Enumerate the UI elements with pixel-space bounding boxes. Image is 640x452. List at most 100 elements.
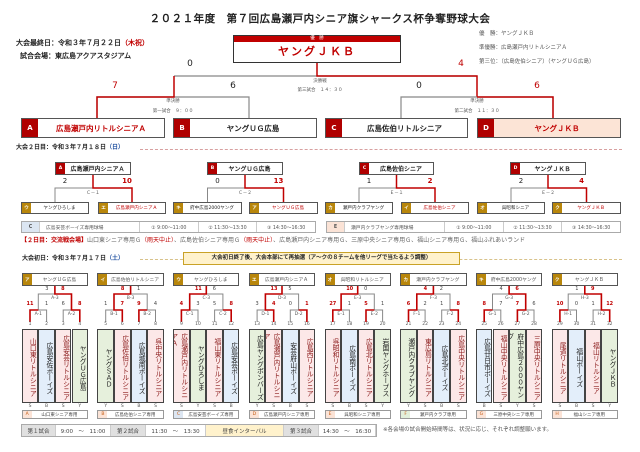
- round1-label: D-2: [294, 312, 303, 318]
- round1-score: 4: [153, 301, 158, 307]
- team-type: S: [423, 404, 427, 409]
- team-type: Y: [407, 404, 410, 409]
- group-final-label: G-3: [505, 296, 514, 302]
- team-type: Y: [255, 404, 259, 409]
- team-name: 府中広島2000ヤング: [190, 206, 234, 211]
- day2-score: 0: [215, 177, 220, 185]
- day2-header: 大会２日目：令和３年７月１８日（日）: [16, 145, 124, 151]
- team-number: 21: [405, 322, 412, 327]
- team-column: 山口東リトルシニア: [21, 329, 39, 403]
- team-letter-badge: カ: [326, 203, 335, 213]
- round1-score: 6: [406, 301, 411, 307]
- round1-score: 1: [347, 301, 351, 307]
- team-column: 福山リトルシニア: [584, 329, 602, 403]
- team-number: 17: [329, 322, 336, 327]
- round1-score: 5: [364, 301, 368, 307]
- group-final-score: 6: [515, 286, 519, 292]
- team-type: B: [45, 404, 49, 409]
- round1-score: 9: [137, 301, 141, 307]
- team-number: 24: [455, 322, 462, 327]
- slot2-time: 11:30 ～ 13:30: [146, 425, 206, 436]
- team-type: B: [440, 404, 444, 409]
- venue-time-slot: ③ 14:30～16:30: [267, 225, 306, 231]
- team-type: S: [120, 404, 124, 409]
- venue-letter: F: [401, 411, 411, 418]
- venue-letter: G: [476, 411, 486, 418]
- round1-score: 27: [329, 301, 337, 307]
- semifinal-time: 第一試合 ９：００: [152, 109, 194, 114]
- day1-group-header: アヤングＵＧ広島: [21, 273, 89, 286]
- group-final-score: 8: [120, 286, 125, 292]
- semifinal-label: 準決勝: [166, 99, 180, 104]
- team-column: 福山中央リトルシニア: [492, 329, 510, 403]
- team-column: 瀬戸内クラブヤング: [400, 329, 417, 403]
- team-type: S: [591, 404, 595, 409]
- team-number: 3: [61, 322, 65, 327]
- team-letter-badge: A: [22, 119, 38, 137]
- team-letter-badge: C: [360, 163, 369, 174]
- team-name: ヤングＪＫＢ: [534, 123, 580, 133]
- team-number: 19: [363, 322, 369, 327]
- venue-name: 山口東シニア専用: [41, 412, 78, 418]
- team-letter-badge: D: [511, 163, 520, 174]
- venue-letter: A: [22, 411, 32, 418]
- final-label: 決勝戦: [313, 79, 327, 84]
- team-column: 東広島リトルシニア: [416, 329, 434, 403]
- team-number: 15: [287, 322, 294, 327]
- group-letter-badge: キ: [476, 274, 486, 285]
- team-name: ヤングＵＧ広島: [226, 123, 280, 133]
- team-letter-badge: A: [56, 163, 65, 174]
- team-type: S: [61, 404, 65, 409]
- team-column: 三原中央リトルシニア: [525, 329, 543, 403]
- page-title: ２０２１年度 第７回広島瀬戸内シニア旗シャークス杯争奪野球大会: [149, 13, 491, 25]
- venue-time-slot: ② 11:30～13:30: [504, 222, 563, 232]
- venue-time-slot: ③ 14:30～16:30: [572, 225, 611, 231]
- round1-score: 1: [440, 301, 444, 307]
- venue-name: 福山シニア専用: [573, 412, 606, 418]
- team-name: 広島瀬戸内シニアＡ: [70, 166, 125, 173]
- group-letter-badge: ウ: [174, 274, 184, 285]
- result-runner-up: 準優勝：広島瀬戸内リトルシニアＡ: [479, 45, 568, 51]
- team-letter-badge: イ: [402, 203, 411, 213]
- team-letter-badge: B: [174, 119, 190, 137]
- team-type: B: [137, 404, 141, 409]
- day2-side-team: クヤングＪＫＢ: [552, 202, 621, 214]
- group-letter-badge: カ: [401, 274, 411, 285]
- team-letter-badge: C: [326, 119, 342, 137]
- day2-match-label: Ｅ－２: [541, 191, 555, 197]
- team-type: B: [288, 404, 292, 409]
- venue-time-slot: ② 11:30～13:30: [199, 222, 258, 232]
- team-type: S: [305, 404, 309, 409]
- day2-side-team: エ広島瀬戸内シニアＡ: [98, 202, 166, 214]
- team-column: 福山東リトルシニア: [206, 329, 223, 403]
- day2-divider: [140, 149, 622, 150]
- team-name: 広島佐伯リトルシニア: [367, 123, 442, 133]
- semifinal-score: 7: [112, 81, 118, 91]
- semifinal-time: 第二試合 １１：３０: [454, 109, 500, 114]
- round1-label: F-2: [446, 312, 454, 318]
- team-number: 13: [254, 322, 260, 327]
- final-day-holiday: （木祝）: [121, 39, 149, 47]
- group-final-score: 9: [591, 286, 595, 292]
- semifinal-score: 6: [534, 81, 540, 91]
- semifinal-score: 6: [230, 81, 236, 91]
- venue-letter: E: [327, 222, 345, 232]
- day2-score: 4: [579, 177, 584, 185]
- group-final-score: 10: [346, 286, 354, 292]
- group-final-score: 13: [270, 286, 278, 292]
- round1-score: 5: [213, 301, 217, 307]
- team-column: 広島瀬戸内リトルシニア: [265, 329, 282, 403]
- semifinal-team-b: B ヤングＵＧ広島: [173, 118, 317, 138]
- team-number: 20: [379, 322, 386, 327]
- team-number: 11: [211, 322, 218, 327]
- group-final-label: H-3: [580, 296, 589, 302]
- final-time: 第三試合 １４：３０: [297, 88, 343, 93]
- team-column: ヤングＳＡＤ: [97, 329, 114, 403]
- round1-score: 0: [574, 301, 579, 307]
- venue-name: 広島佐伯シニア専用: [114, 412, 156, 418]
- round1-score: 1: [104, 301, 108, 307]
